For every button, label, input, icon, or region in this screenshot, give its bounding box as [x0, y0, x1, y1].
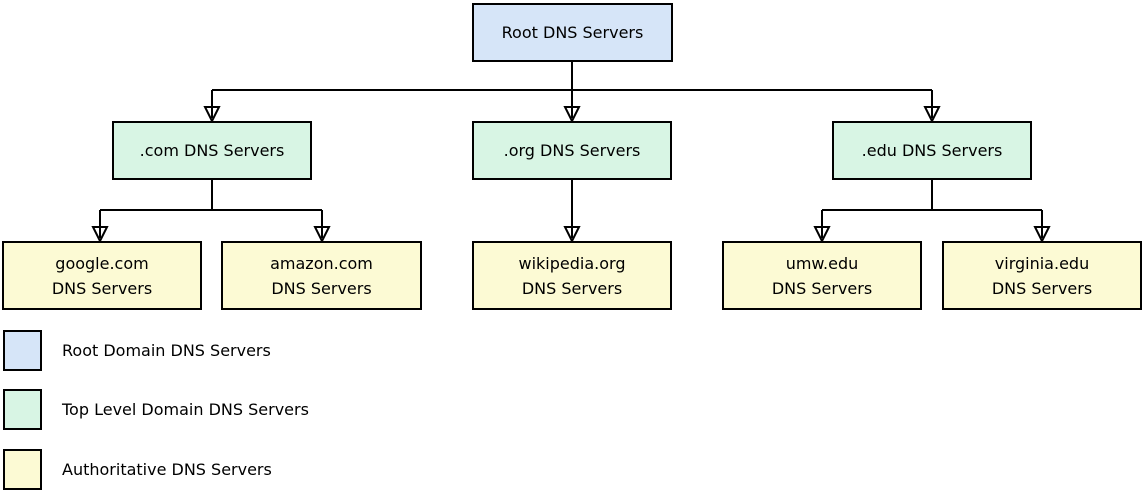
- node-wikipedia-dns-servers: wikipedia.org DNS Servers: [472, 241, 672, 310]
- node-google-dns-servers: google.com DNS Servers: [2, 241, 202, 310]
- node-umw-dns-servers: umw.edu DNS Servers: [722, 241, 922, 310]
- node-org-dns-servers: .org DNS Servers: [472, 121, 672, 180]
- legend-label-authoritative: Authoritative DNS Servers: [62, 460, 272, 479]
- node-label-line2: DNS Servers: [51, 278, 153, 298]
- node-virginia-dns-servers: virginia.edu DNS Servers: [942, 241, 1142, 310]
- node-amazon-dns-servers: amazon.com DNS Servers: [221, 241, 422, 310]
- node-label-line2: DNS Servers: [991, 278, 1093, 298]
- node-label-line1: amazon.com: [270, 253, 373, 273]
- node-com-dns-servers: .com DNS Servers: [112, 121, 312, 180]
- legend-label-root: Root Domain DNS Servers: [62, 341, 271, 360]
- node-edu-dns-servers: .edu DNS Servers: [832, 121, 1032, 180]
- node-label-line1: wikipedia.org: [518, 253, 626, 273]
- node-label-line2: DNS Servers: [521, 278, 623, 298]
- legend-swatch-authoritative: [3, 449, 42, 490]
- legend-swatch-tld: [3, 389, 42, 430]
- node-label: Root DNS Servers: [501, 23, 644, 42]
- legend-swatch-root: [3, 330, 42, 371]
- node-label-line1: umw.edu: [785, 253, 859, 273]
- node-label: .org DNS Servers: [503, 141, 641, 160]
- node-label-line2: DNS Servers: [771, 278, 873, 298]
- node-root-dns-servers: Root DNS Servers: [472, 3, 673, 62]
- node-label: .edu DNS Servers: [861, 141, 1003, 160]
- node-label-line2: DNS Servers: [271, 278, 372, 298]
- node-label-line1: google.com: [55, 253, 149, 273]
- node-label-line1: virginia.edu: [994, 253, 1090, 273]
- legend-label-tld: Top Level Domain DNS Servers: [62, 400, 309, 419]
- node-label: .com DNS Servers: [139, 141, 285, 160]
